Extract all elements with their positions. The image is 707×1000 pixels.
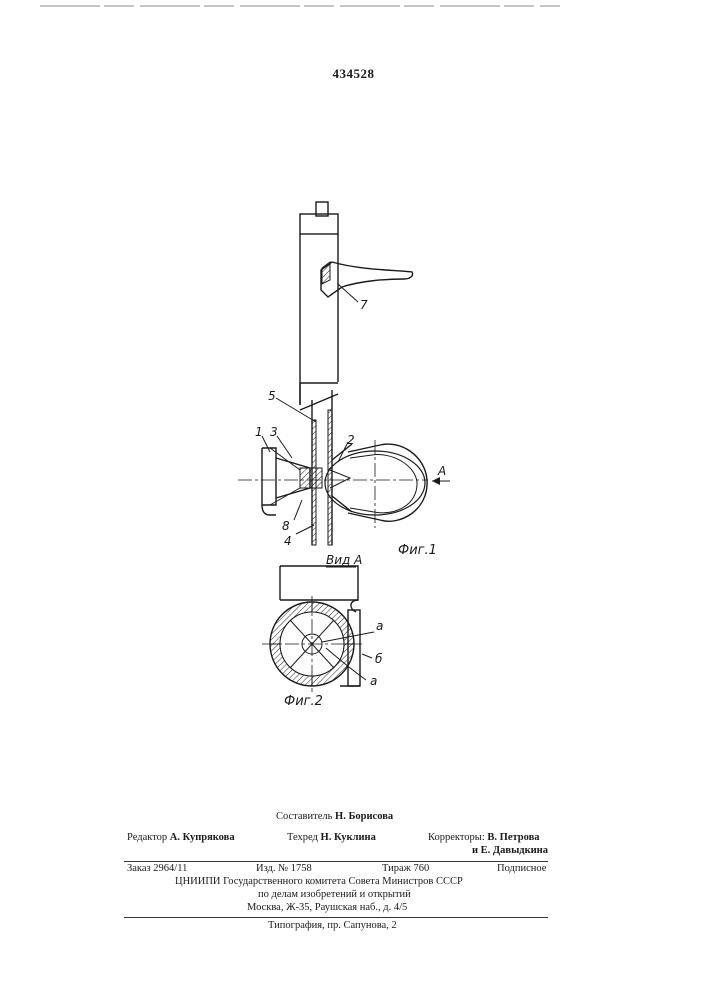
editor-name: А. Купрякова [170, 832, 235, 843]
colophon-rule-top [124, 861, 548, 862]
correctors-line: Корректоры: В. Петрова [428, 832, 540, 843]
compiler-line: Составитель Н. Борисова [276, 811, 393, 822]
techred-name: Н. Куклина [321, 832, 376, 843]
compiler-name: Н. Борисова [335, 811, 393, 822]
org-line-2: по делам изобретений и открытий [258, 889, 411, 900]
correctors-label: Корректоры: [428, 832, 485, 843]
org-line-3: Москва, Ж-35, Раушская наб., д. 4/5 [247, 902, 407, 913]
corrector-1: В. Петрова [487, 832, 539, 843]
techred-label: Техред [287, 832, 318, 843]
colophon-rule-bottom [124, 917, 548, 918]
editor-label: Редактор [127, 832, 167, 843]
corrector-2: и Е. Давыдкина [472, 845, 548, 856]
compiler-label: Составитель [276, 811, 332, 822]
editor-line: Редактор А. Купрякова [127, 832, 235, 843]
edition-number: Изд. № 1758 [256, 863, 312, 874]
org-line-1: ЦНИИПИ Государственного комитета Совета … [175, 876, 463, 887]
techred-line: Техред Н. Куклина [287, 832, 376, 843]
subscription: Подписное [497, 863, 546, 874]
order-number: Заказ 2964/11 [127, 863, 187, 874]
printer-line: Типография, пр. Сапунова, 2 [268, 920, 397, 931]
circulation: Тираж 760 [382, 863, 429, 874]
